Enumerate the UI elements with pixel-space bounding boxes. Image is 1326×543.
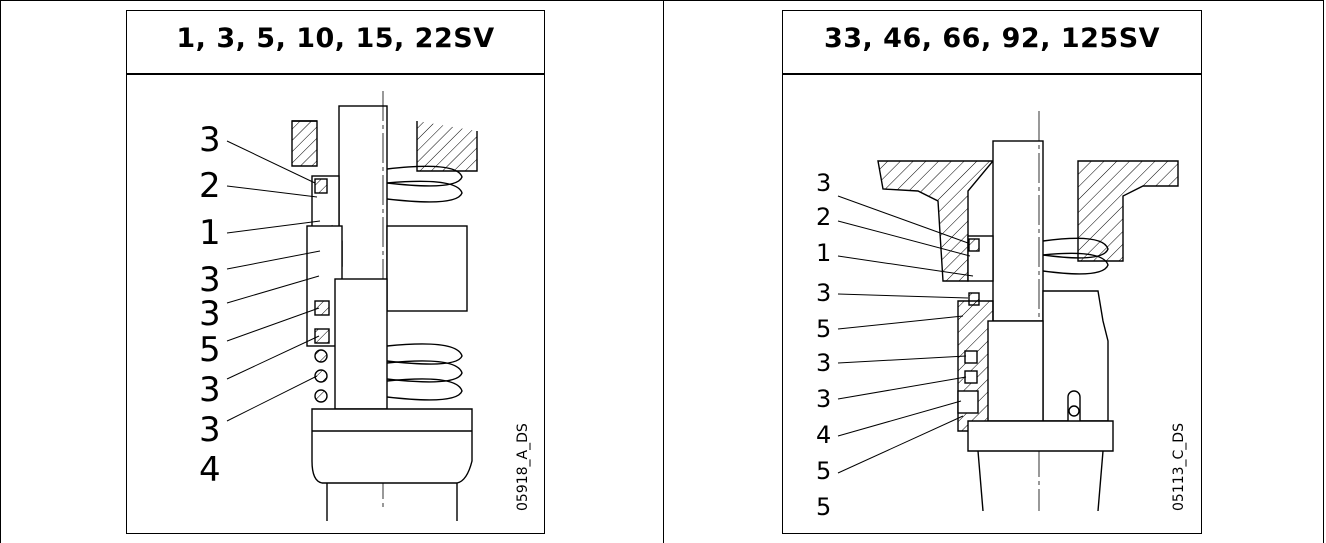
title-rule [783, 73, 1201, 75]
title-rule [127, 73, 544, 75]
callout-label: 3 [199, 120, 221, 160]
callout-label: 3 [199, 260, 221, 300]
callout-label: 1 [199, 213, 221, 253]
callout-label: 4 [816, 421, 831, 449]
callout-label: 5 [816, 315, 831, 343]
callout-label: 4 [199, 450, 221, 490]
callout-label: 3 [199, 370, 221, 410]
mechanical-seal-drawing-small: 3 2 1 3 3 5 3 3 4 05918_A_DS [199, 91, 531, 521]
drawing-code: 05918_A_DS [515, 423, 531, 511]
callout-label: 2 [816, 203, 831, 231]
callout-label: 5 [816, 457, 831, 485]
mechanical-seal-drawing-large: 3 2 1 3 5 3 3 4 5 5 05113_C_DS [816, 111, 1187, 521]
figure-panel-small-models: 1, 3, 5, 10, 15, 22SV [126, 10, 545, 534]
callout-label: 1 [816, 239, 831, 267]
callout-label: 2 [199, 166, 221, 206]
column-divider [663, 0, 664, 543]
drawing-code: 05113_C_DS [1171, 423, 1187, 511]
callout-label: 3 [199, 294, 221, 334]
panel-title: 33, 46, 66, 92, 125SV [823, 23, 1161, 54]
callout-label: 3 [816, 169, 831, 197]
callout-label: 3 [199, 410, 221, 450]
callout-label: 5 [199, 330, 221, 370]
figure-panel-large-models: 33, 46, 66, 92, 125SV [782, 10, 1202, 534]
callout-label: 3 [816, 385, 831, 413]
callout-label: 3 [816, 349, 831, 377]
callout-label: 3 [816, 279, 831, 307]
panel-title: 1, 3, 5, 10, 15, 22SV [176, 23, 495, 54]
callout-label: 5 [816, 493, 831, 521]
